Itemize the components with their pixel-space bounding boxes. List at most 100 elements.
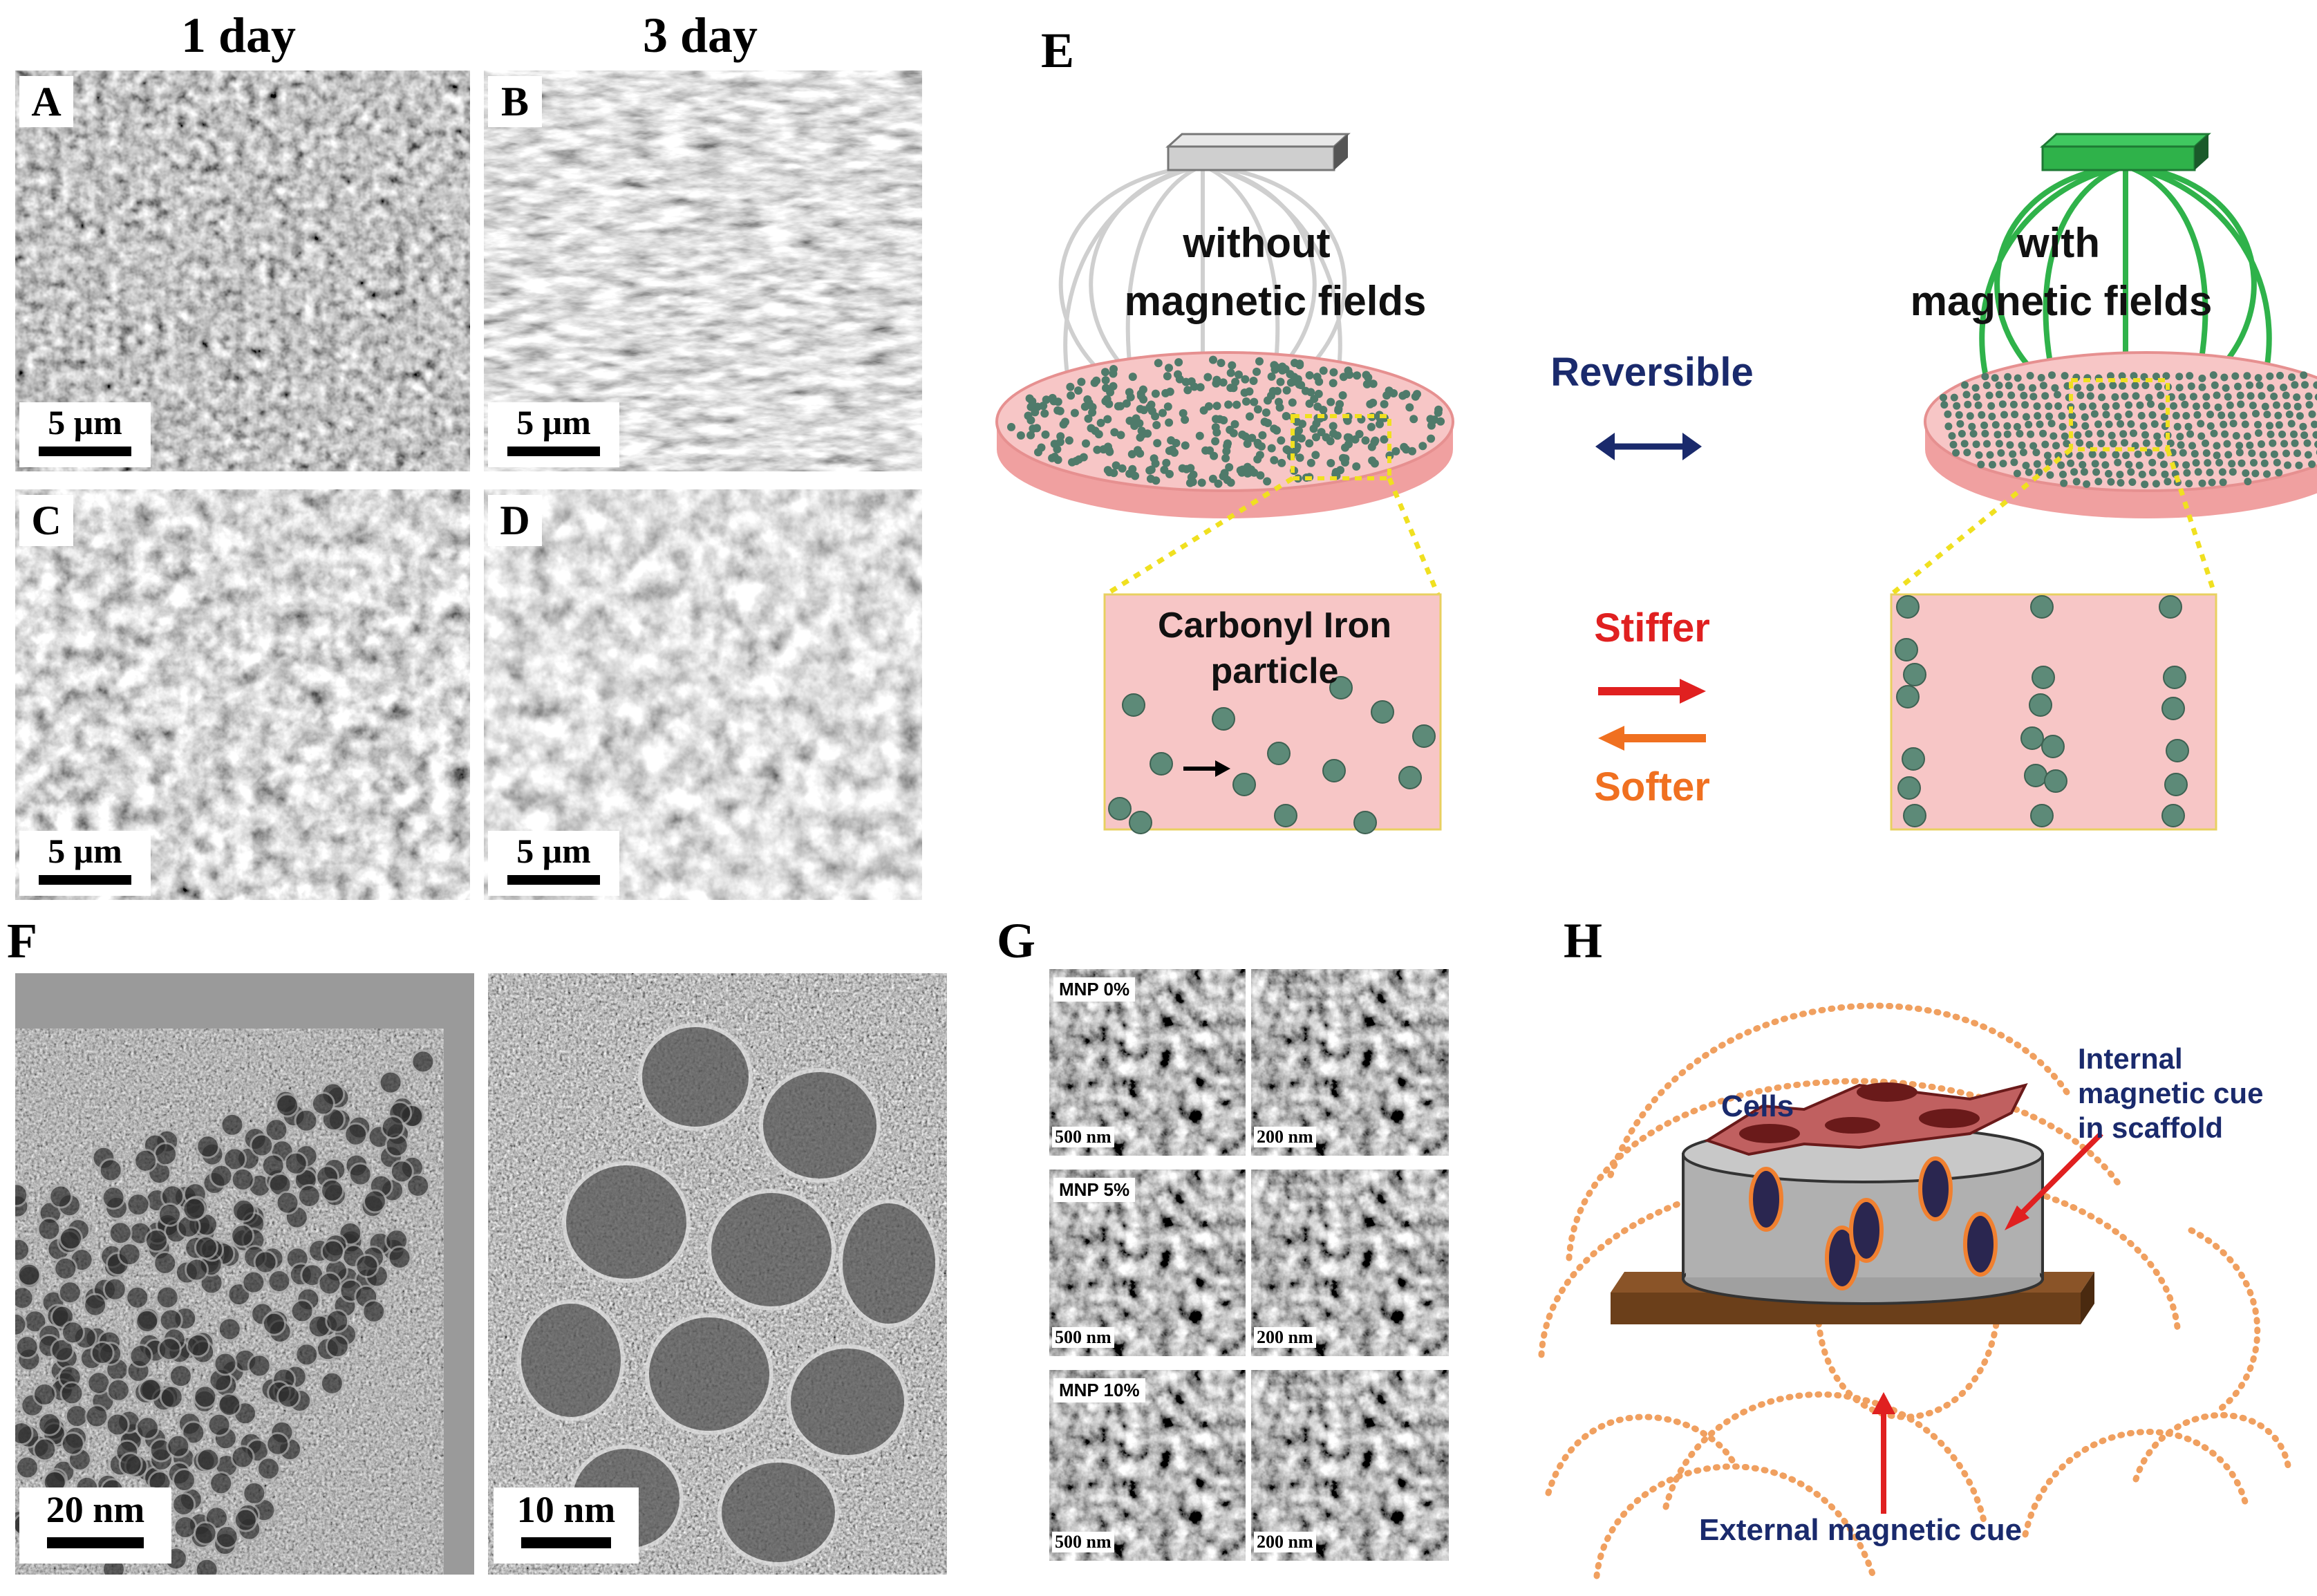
particle-dot (1980, 421, 1989, 429)
particle-dot (1278, 366, 1287, 375)
particle-dot (1183, 386, 1192, 395)
nanoparticle-dot (389, 1159, 414, 1184)
particle-dot (2022, 413, 2030, 421)
particle-dot (1329, 379, 1338, 388)
particle-dot (2181, 400, 2189, 409)
particle-dot (1255, 357, 1264, 366)
particle-dot (2130, 372, 2138, 380)
nanoparticle-dot (320, 1239, 345, 1264)
particle-dot (2213, 391, 2221, 400)
nanoparticle-dot (265, 1431, 290, 1456)
particle-dot (2101, 402, 2110, 411)
particle-dot (2090, 410, 2099, 418)
particle-dot (1056, 438, 1064, 447)
particle-dot (1232, 400, 1241, 409)
particle-dot (2197, 432, 2206, 440)
nanoparticle-dot (276, 1384, 301, 1409)
panel-letter-h: H (1564, 913, 1603, 968)
particle-dot (1975, 451, 1983, 459)
particle-dot (1048, 453, 1057, 462)
particle-dot (1217, 359, 1226, 368)
particle-dot (1197, 478, 1206, 487)
particle-dot (1391, 447, 1400, 456)
label-without-1: without (1182, 220, 1330, 266)
particle-dot (1104, 442, 1112, 451)
particle-dot (2313, 381, 2317, 389)
nanoparticle-dot (194, 1235, 218, 1260)
particle-dot (1181, 441, 1190, 450)
particle-dot (1998, 400, 2007, 409)
nanoparticle-dot (233, 1508, 258, 1532)
particle-dot (2263, 470, 2271, 478)
particle-dot (1174, 358, 1183, 367)
particle-dot (2157, 402, 2166, 411)
nanoparticle-dot (37, 1217, 62, 1241)
particle-dot (1343, 433, 1352, 442)
particle-dot (2241, 420, 2249, 429)
nanoparticle-dot (230, 1223, 255, 1248)
particle-dot (1230, 420, 1239, 429)
particle-dot (2054, 391, 2061, 399)
particle-dot (2108, 431, 2116, 440)
particle-dot (1273, 426, 1281, 435)
particle-dot (2254, 420, 2262, 429)
panel-letter-f: F (7, 913, 37, 968)
particle-dot (2014, 374, 2022, 382)
particle-dot (2172, 411, 2180, 420)
particle-dot (1092, 376, 1101, 385)
particle-dot (2243, 372, 2251, 380)
zoom-particles-right (1895, 595, 2189, 827)
particle-dot (2248, 449, 2256, 458)
particle-dot (1212, 402, 1221, 411)
particle-dot (1952, 449, 1960, 457)
particle-dot (1955, 411, 1963, 419)
particle-dot (1319, 406, 1328, 414)
g-scale-0-right: 200 nm (1254, 1127, 1316, 1147)
particle-dot (1101, 368, 1109, 377)
particle-dot (1368, 456, 1377, 465)
particle-dot (2128, 478, 2137, 486)
particle-dot (2232, 432, 2240, 440)
particle-dot (1999, 460, 2007, 468)
particle-dot (2061, 372, 2069, 380)
g-scale-2-right: 200 nm (1254, 1532, 1316, 1552)
particle-dot (1255, 451, 1264, 460)
particle-dot (2222, 384, 2230, 392)
particle-dot (1236, 466, 1245, 475)
pointer-arrow (1183, 760, 1230, 777)
particle-dot (1209, 355, 1217, 364)
particle-dot (1224, 400, 1233, 409)
particle-dot (2236, 391, 2244, 400)
particle-dot (1204, 402, 1213, 411)
particle-dot (2052, 442, 2060, 450)
nanoparticle-dot (144, 1228, 169, 1253)
nanoparticle-dot (61, 1320, 85, 1345)
particle-dot (1246, 412, 1254, 421)
particle-dot (2234, 382, 2242, 391)
particle-dot (2250, 459, 2258, 467)
particle-dot (1067, 391, 1076, 400)
scale-line-d (507, 875, 600, 885)
particle-dot (2206, 469, 2214, 476)
nanoparticle-dot (320, 1178, 344, 1203)
nanoparticle-dot (15, 1421, 34, 1446)
particle-dot (2125, 460, 2133, 469)
particle-dot (2020, 391, 2028, 400)
internal-cue-arrow (2005, 1132, 2103, 1230)
particle-dot (2085, 430, 2093, 438)
particle-dot (1088, 408, 1097, 417)
nanoparticle-dot (60, 1431, 85, 1456)
particle-dot (1335, 400, 1344, 409)
particle-dot (1382, 391, 1391, 400)
panel-label-c: C (19, 495, 73, 546)
particle-dot (1026, 431, 1035, 440)
nanoparticle-dot (355, 1254, 379, 1278)
particle-dot (1987, 402, 1996, 410)
particle-dot (1214, 479, 1223, 488)
particle-dot (2210, 429, 2218, 438)
particle-dot (1226, 384, 1235, 393)
particle-dot (1143, 429, 1152, 438)
nanoparticle-dot (83, 1293, 108, 1317)
particle-dot (1208, 474, 1217, 483)
particle-dot (2246, 392, 2255, 400)
